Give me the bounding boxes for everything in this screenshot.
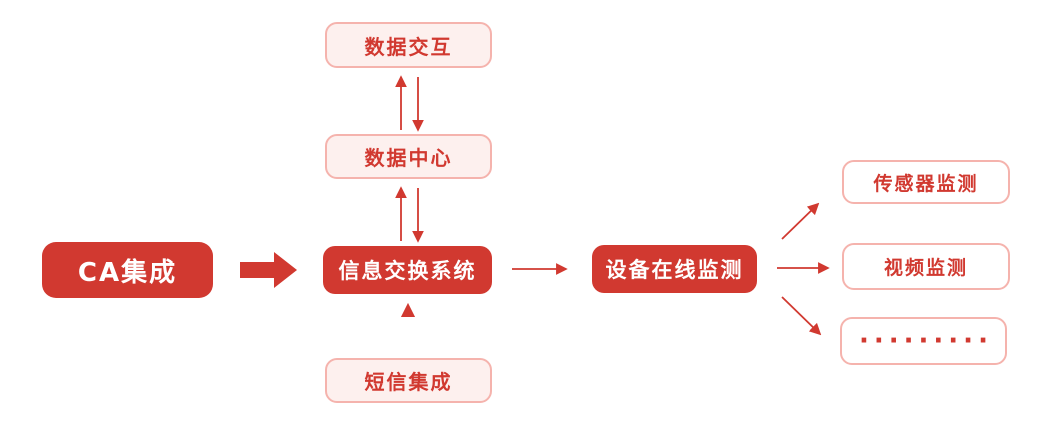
node-more-ellipsis: ········· [840,317,1007,365]
arrow-device-to-sensor-icon [781,202,820,240]
node-ca-integration: CA集成 [42,242,213,298]
node-sensor-monitoring: 传感器监测 [842,160,1010,204]
block-arrow-ca-to-exchange-icon [240,252,297,288]
node-information-exchange-system: 信息交换系统 [323,246,492,294]
node-device-online-monitoring: 设备在线监测 [592,245,757,293]
node-video-monitoring: 视频监测 [842,243,1010,290]
node-data-center: 数据中心 [325,134,492,179]
node-data-interaction: 数据交互 [325,22,492,68]
arrow-device-to-more-icon [781,296,822,336]
node-sms-integration: 短信集成 [325,358,492,403]
